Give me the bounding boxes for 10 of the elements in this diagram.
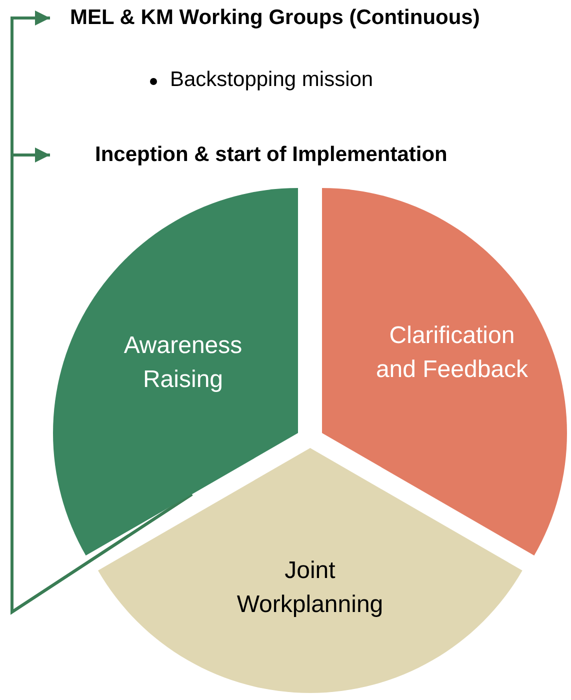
segment-label: Joint Workplanning — [236, 556, 384, 620]
heading-text: Inception & start of Implementation — [50, 142, 448, 168]
bracket-arrow — [10, 148, 193, 615]
circle-segment — [98, 448, 522, 693]
heading-text: MEL & KM Working Groups (Continuous) — [50, 5, 480, 31]
segment-label: Awareness Raising — [122, 331, 244, 395]
segment-label: Clarification and Feedback — [374, 321, 530, 385]
circle-segment — [322, 188, 567, 556]
bullet-text: Backstopping mission — [170, 68, 374, 91]
circle-segment — [53, 188, 298, 556]
